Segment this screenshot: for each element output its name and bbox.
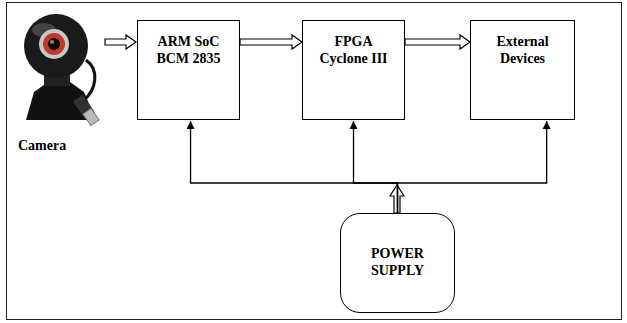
arrow-head	[187, 121, 195, 129]
hollow-arrow	[405, 35, 470, 49]
process-box: External Devices	[470, 20, 575, 120]
node-subtitle: BCM 2835	[156, 50, 220, 67]
arrow-head	[543, 121, 551, 129]
camera-arrow	[105, 35, 136, 49]
power-bus	[191, 121, 398, 213]
webcam-illustration	[24, 14, 99, 126]
arrow-head	[350, 121, 358, 129]
process-box: ARM SoCBCM 2835	[137, 20, 240, 120]
power-bus	[398, 121, 547, 213]
power-supply-box: POWER SUPPLY	[340, 213, 455, 313]
node-title: ARM SoC	[158, 33, 220, 50]
process-box: FPGACyclone III	[302, 20, 405, 120]
node-title: External Devices	[477, 33, 568, 67]
node-subtitle: Cyclone III	[319, 50, 387, 67]
power-bus	[354, 121, 398, 213]
node-title: FPGA	[334, 33, 372, 50]
frame	[7, 3, 622, 320]
hollow-arrow	[240, 35, 302, 49]
camera-label: Camera	[18, 138, 66, 154]
node-title: POWER SUPPLY	[359, 245, 437, 279]
